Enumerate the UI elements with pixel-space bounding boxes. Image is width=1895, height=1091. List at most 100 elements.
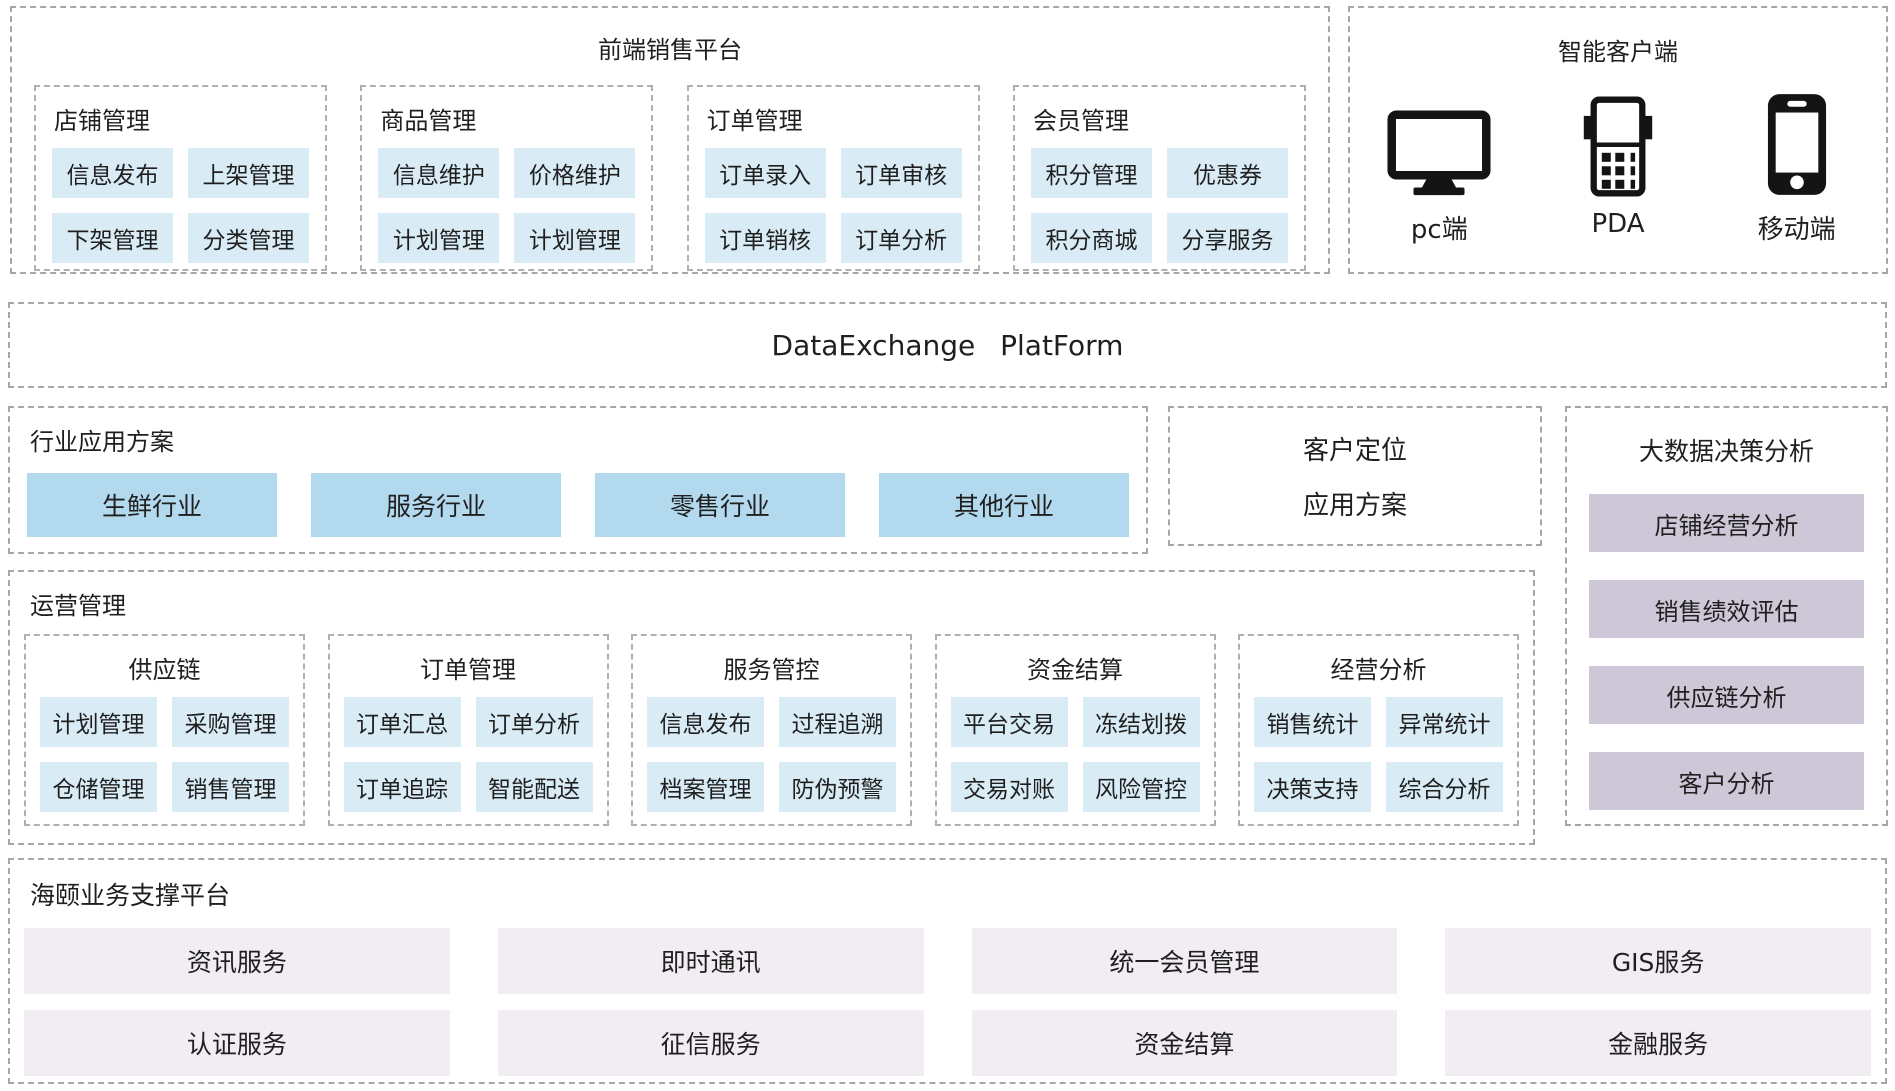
feature-item: 积分商城 [1030, 213, 1152, 263]
bigdata-items: 店铺经营分析 销售绩效评估 供应链分析 客户分析 [1567, 494, 1886, 810]
customer-positioning-line2: 应用方案 [1302, 491, 1407, 521]
feature-item: 信息维护 [378, 148, 500, 198]
bigdata-analysis-panel: 大数据决策分析 店铺经营分析 销售绩效评估 供应链分析 客户分析 [1565, 406, 1888, 826]
device-label: pc端 [1410, 215, 1468, 245]
feature-item: 采购管理 [172, 697, 289, 747]
support-item: 资金结算 [971, 1010, 1398, 1076]
feature-item: 订单汇总 [343, 697, 461, 747]
group-title: 服务管控 [723, 656, 820, 684]
group-title: 经营分析 [1330, 656, 1427, 684]
support-item: 统一会员管理 [971, 928, 1398, 994]
device-label: 移动端 [1757, 215, 1836, 245]
group-title: 商品管理 [380, 107, 477, 135]
feature-item: 订单分析 [840, 213, 962, 263]
support-item: 认证服务 [24, 1010, 450, 1076]
group-product-management: 商品管理 信息维护 价格维护 计划管理 计划管理 [360, 85, 654, 271]
feature-item: 风险管控 [1082, 762, 1200, 812]
monitor-icon [1387, 81, 1491, 197]
bigdata-analysis-title: 大数据决策分析 [1638, 437, 1814, 466]
feature-item: 档案管理 [647, 762, 764, 812]
frontend-platform-title: 前端销售平台 [598, 36, 742, 64]
group-service-control: 服务管控 信息发布 过程追溯 档案管理 防伪预警 [631, 634, 912, 826]
device-mobile: 移动端 [1707, 81, 1886, 246]
feature-item: 订单追踪 [343, 762, 461, 812]
group-title: 供应链 [128, 656, 201, 684]
support-item: 资讯服务 [24, 928, 450, 994]
feature-item: 计划管理 [514, 213, 636, 263]
support-services: 资讯服务 即时通讯 统一会员管理 GIS服务 认证服务 征信服务 资金结算 金融… [10, 928, 1885, 1076]
support-item: GIS服务 [1445, 928, 1871, 994]
feature-item: 信息发布 [52, 148, 173, 198]
feature-item: 价格维护 [514, 148, 636, 198]
operations-management-title: 运营管理 [30, 592, 126, 620]
client-devices: pc端 [1350, 81, 1886, 246]
smart-client-title: 智能客户端 [1558, 38, 1678, 66]
group-business-analysis: 经营分析 销售统计 异常统计 决策支持 综合分析 [1238, 634, 1519, 826]
group-member-management: 会员管理 积分管理 优惠券 积分商城 分享服务 [1012, 85, 1306, 271]
feature-item: 决策支持 [1254, 762, 1371, 812]
group-title: 会员管理 [1032, 107, 1129, 135]
feature-item: 智能配送 [475, 762, 593, 812]
feature-item: 计划管理 [378, 213, 500, 263]
feature-item: 平台交易 [950, 697, 1068, 747]
feature-item: 销售统计 [1254, 697, 1371, 747]
industry-items: 生鲜行业 服务行业 零售行业 其他行业 [10, 473, 1146, 537]
feature-item: 异常统计 [1386, 697, 1503, 747]
industry-solutions-panel: 行业应用方案 生鲜行业 服务行业 零售行业 其他行业 [8, 406, 1148, 554]
group-title: 订单管理 [420, 656, 516, 684]
data-exchange-platform-panel: DataExchange PlatForm [8, 302, 1887, 388]
device-pc: pc端 [1350, 81, 1529, 246]
group-supply-chain: 供应链 计划管理 采购管理 仓储管理 销售管理 [24, 634, 305, 826]
bigdata-item: 供应链分析 [1589, 666, 1864, 724]
operations-management-panel: 运营管理 供应链 计划管理 采购管理 仓储管理 销售管理 订单管理 订单汇总 订… [8, 570, 1535, 845]
support-item: 即时通讯 [497, 928, 924, 994]
support-platform-title: 海颐业务支撑平台 [30, 881, 231, 910]
feature-item: 订单分析 [475, 697, 593, 747]
feature-item: 上架管理 [188, 148, 309, 198]
support-platform-panel: 海颐业务支撑平台 资讯服务 即时通讯 统一会员管理 GIS服务 认证服务 征信服… [8, 858, 1887, 1084]
feature-item: 销售管理 [172, 762, 289, 812]
feature-item: 仓储管理 [40, 762, 157, 812]
support-item: 征信服务 [497, 1010, 924, 1076]
customer-positioning-line1: 客户定位 [1302, 436, 1407, 466]
device-pda: PDA [1529, 81, 1708, 246]
group-funds-settlement: 资金结算 平台交易 冻结划拨 交易对账 风险管控 [934, 634, 1216, 826]
feature-item: 信息发布 [647, 697, 764, 747]
feature-item: 下架管理 [52, 213, 173, 263]
feature-item: 积分管理 [1030, 148, 1152, 198]
industry-solutions-title: 行业应用方案 [30, 428, 174, 456]
feature-item: 综合分析 [1386, 762, 1503, 812]
feature-item: 防伪预警 [779, 762, 896, 812]
feature-item: 交易对账 [950, 762, 1068, 812]
group-order-management: 订单管理 订单录入 订单审核 订单销核 订单分析 [686, 85, 980, 271]
bigdata-item: 销售绩效评估 [1589, 580, 1864, 638]
support-item: 金融服务 [1445, 1010, 1871, 1076]
feature-item: 分类管理 [188, 213, 309, 263]
frontend-sales-platform-panel: 前端销售平台 店铺管理 信息发布 上架管理 下架管理 分类管理 商品管理 信息维… [10, 6, 1330, 274]
industry-item: 服务行业 [311, 473, 561, 537]
smart-client-panel: 智能客户端 pc端 [1348, 6, 1888, 274]
group-title: 店铺管理 [54, 107, 150, 135]
industry-item: 其他行业 [879, 473, 1129, 537]
industry-item: 零售行业 [595, 473, 845, 537]
feature-item: 过程追溯 [779, 697, 896, 747]
mobile-icon [1766, 81, 1828, 197]
bigdata-item: 客户分析 [1589, 752, 1864, 810]
feature-item: 订单录入 [704, 148, 826, 198]
feature-item: 分享服务 [1166, 213, 1288, 263]
group-title: 资金结算 [1027, 656, 1123, 684]
industry-item: 生鲜行业 [27, 473, 277, 537]
feature-item: 计划管理 [40, 697, 157, 747]
bigdata-item: 店铺经营分析 [1589, 494, 1864, 552]
group-title: 订单管理 [706, 107, 803, 135]
device-label: PDA [1591, 209, 1645, 239]
pda-icon [1582, 81, 1654, 197]
group-store-management: 店铺管理 信息发布 上架管理 下架管理 分类管理 [34, 85, 327, 271]
data-exchange-title: DataExchange PlatForm [771, 328, 1124, 362]
feature-item: 订单审核 [840, 148, 962, 198]
feature-item: 冻结划拨 [1082, 697, 1200, 747]
feature-item: 订单销核 [704, 213, 826, 263]
operations-groups: 供应链 计划管理 采购管理 仓储管理 销售管理 订单管理 订单汇总 订单分析 订… [10, 634, 1533, 826]
feature-item: 优惠券 [1166, 148, 1288, 198]
